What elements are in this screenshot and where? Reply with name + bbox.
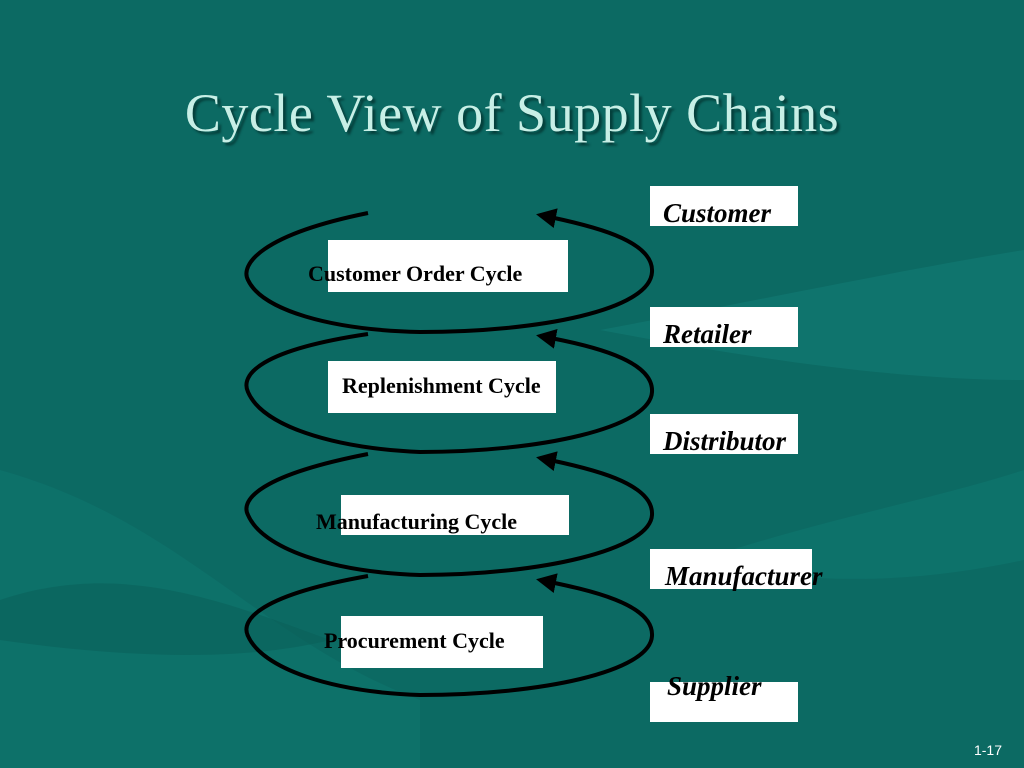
procurement-cycle-arrow bbox=[244, 573, 655, 698]
cycle-label-manufacturing: Manufacturing Cycle bbox=[316, 509, 518, 534]
stage-label-supplier: Supplier bbox=[667, 671, 762, 701]
stage-box-manufacturer bbox=[650, 549, 812, 589]
stage-label-customer: Customer bbox=[663, 198, 772, 228]
cycle-box-procurement bbox=[341, 616, 543, 668]
customer-order-cycle-arrow bbox=[244, 208, 655, 335]
stage-label-manufacturer: Manufacturer bbox=[665, 561, 823, 591]
cycle-label-procurement: Procurement Cycle bbox=[324, 628, 505, 653]
page-number: 1-17 bbox=[973, 742, 1002, 758]
manufacturing-cycle-arrow bbox=[244, 451, 655, 578]
stage-box-supplier bbox=[650, 682, 798, 722]
replenishment-cycle-arrow bbox=[244, 328, 655, 455]
cycle-box-customer-order bbox=[328, 240, 568, 292]
stage-label-retailer: Retailer bbox=[663, 319, 752, 349]
cycle-label-replenishment: Replenishment Cycle bbox=[342, 373, 541, 398]
cycle-box-manufacturing bbox=[341, 495, 569, 535]
cycle-box-replenishment bbox=[328, 361, 556, 413]
cycle-label-customer-order: Customer Order Cycle bbox=[308, 261, 523, 286]
slide-title: Cycle View of Supply Chains bbox=[184, 83, 840, 143]
stage-box-retailer bbox=[650, 307, 798, 347]
stage-box-customer bbox=[650, 186, 798, 226]
stage-box-distributor bbox=[650, 414, 798, 454]
stage-label-distributor: Distributor bbox=[663, 426, 787, 456]
